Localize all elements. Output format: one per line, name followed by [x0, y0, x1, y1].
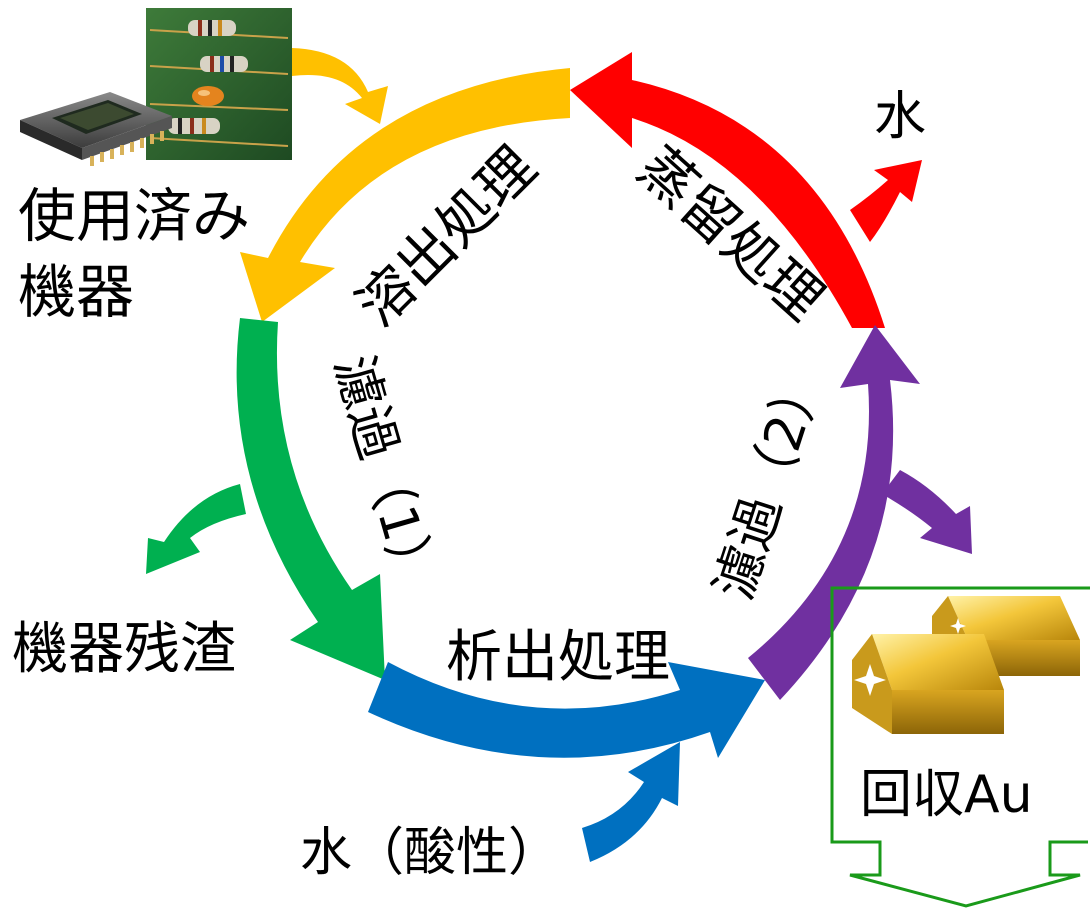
device-residue-label: 機器残渣 [12, 617, 236, 682]
filtration2-label: 濾過（2） [704, 359, 836, 607]
used-devices-label-line1: 使用済み [18, 182, 250, 250]
used-devices-icon [20, 8, 292, 166]
recovered-au-label: 回収Au [860, 765, 1033, 825]
water-output-label: 水 [874, 87, 926, 147]
dissolution-arc-arrow [240, 68, 570, 322]
gold-output-arrow [882, 470, 972, 554]
acidic-water-label: 水（酸性） [300, 823, 560, 883]
precipitation-label: 析出処理 [446, 625, 670, 690]
distillation-arc-arrow [570, 52, 885, 328]
filtration1-label: 濾過（1） [322, 349, 446, 597]
water-output-arrow [850, 160, 922, 242]
device-input-arrow [292, 48, 388, 124]
precipitation-arc-arrow [368, 662, 765, 758]
recovered-gold-box [830, 586, 1090, 908]
residue-output-arrow [146, 484, 246, 574]
acidic-water-input-arrow [582, 742, 680, 862]
used-devices-label-line2: 機器 [18, 258, 134, 326]
gold-bars-icon [852, 596, 1080, 734]
filtration2-arc-arrow [748, 325, 920, 700]
filtration1-arc-arrow [236, 318, 385, 680]
